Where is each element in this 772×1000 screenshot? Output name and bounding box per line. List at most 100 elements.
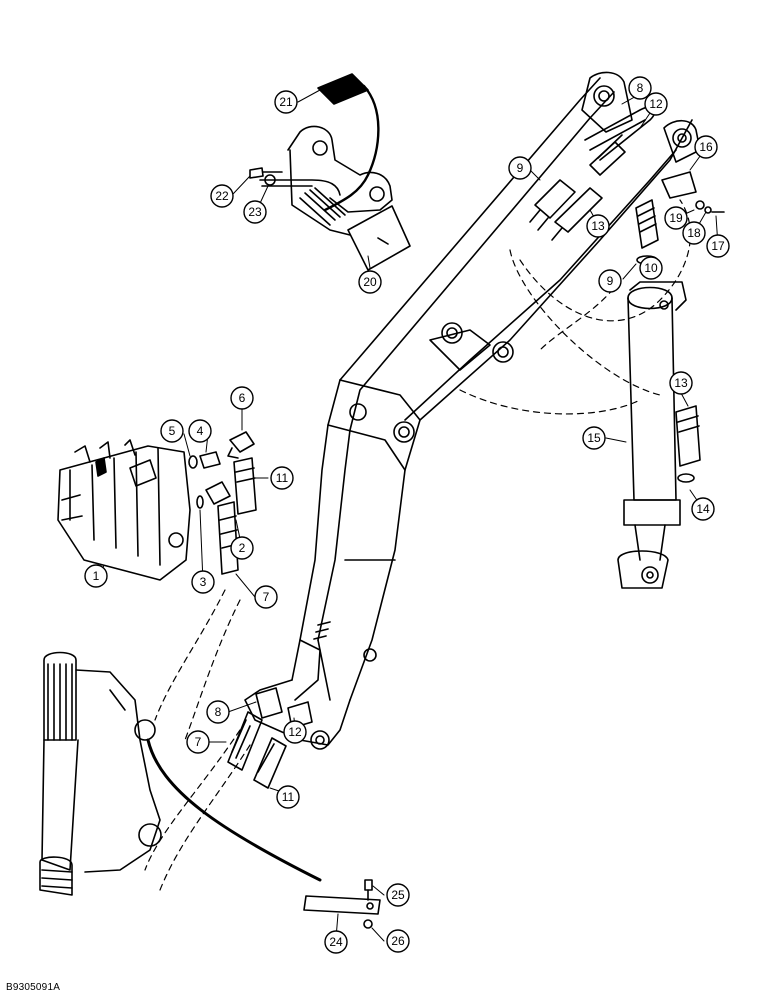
callout-number: 11 bbox=[276, 471, 289, 485]
callout-16: 16 bbox=[694, 135, 718, 159]
callout-1: 1 bbox=[84, 564, 108, 588]
callout-number: 8 bbox=[215, 705, 222, 719]
callout-13: 13 bbox=[669, 371, 693, 395]
drawing-reference-code: B9305091A bbox=[6, 982, 61, 993]
callout-circle bbox=[639, 256, 663, 280]
callout-circle bbox=[682, 221, 706, 245]
callout-6: 6 bbox=[230, 386, 254, 410]
callout-circle bbox=[664, 206, 688, 230]
callout-3: 3 bbox=[191, 570, 215, 594]
callout-circle bbox=[669, 371, 693, 395]
callout-5: 5 bbox=[160, 419, 184, 443]
callout-number: 6 bbox=[239, 391, 246, 405]
callout-number: 9 bbox=[517, 161, 524, 175]
callout-number: 15 bbox=[587, 431, 601, 445]
callout-circle bbox=[586, 214, 610, 238]
callout-number: 11 bbox=[282, 790, 295, 804]
plate-24 bbox=[303, 879, 381, 929]
callout-number: 23 bbox=[248, 205, 262, 219]
callout-number: 20 bbox=[363, 275, 377, 289]
callout-circle bbox=[230, 536, 254, 560]
callout-circle bbox=[206, 700, 230, 724]
callout-circle bbox=[276, 785, 300, 809]
callout-number: 18 bbox=[687, 226, 701, 240]
leader-lines bbox=[99, 89, 719, 942]
callout-circle bbox=[598, 269, 622, 293]
callout-9: 9 bbox=[508, 156, 532, 180]
callout-number: 24 bbox=[329, 935, 343, 949]
callout-circle bbox=[230, 386, 254, 410]
callout-circle bbox=[508, 156, 532, 180]
lower-hose bbox=[146, 738, 322, 882]
callout-15: 15 bbox=[582, 426, 606, 450]
callout-circle bbox=[283, 720, 307, 744]
callout-number: 25 bbox=[391, 888, 405, 902]
callout-17: 17 bbox=[706, 234, 730, 258]
callout-number: 4 bbox=[197, 424, 204, 438]
callout-number: 12 bbox=[288, 725, 302, 739]
callout-circle bbox=[582, 426, 606, 450]
callout-number: 13 bbox=[674, 376, 688, 390]
callout-12: 12 bbox=[644, 92, 668, 116]
callout-19: 19 bbox=[664, 206, 688, 230]
callout-number: 21 bbox=[279, 95, 293, 109]
callout-circle bbox=[191, 570, 215, 594]
callout-10: 10 bbox=[639, 256, 663, 280]
callout-number: 3 bbox=[200, 575, 207, 589]
callout-13: 13 bbox=[586, 214, 610, 238]
callout-circle bbox=[84, 564, 108, 588]
callout-circle bbox=[160, 419, 184, 443]
callout-number: 7 bbox=[263, 590, 270, 604]
callout-8: 8 bbox=[206, 700, 230, 724]
callout-4: 4 bbox=[188, 419, 212, 443]
callout-number: 7 bbox=[195, 735, 202, 749]
callout-number: 10 bbox=[644, 261, 658, 275]
callout-22: 22 bbox=[210, 184, 234, 208]
callout-number: 1 bbox=[93, 569, 100, 583]
callout-23: 23 bbox=[243, 200, 267, 224]
callout-number: 8 bbox=[637, 81, 644, 95]
callout-21: 21 bbox=[274, 90, 298, 114]
hose-routing-lines bbox=[144, 199, 691, 891]
callout-number: 13 bbox=[591, 219, 605, 233]
callout-9: 9 bbox=[598, 269, 622, 293]
callout-7: 7 bbox=[254, 585, 278, 609]
callout-number: 22 bbox=[215, 189, 229, 203]
callout-circle bbox=[188, 419, 212, 443]
swing-post bbox=[39, 651, 162, 896]
boom-base-fittings bbox=[227, 687, 313, 789]
callout-circle bbox=[324, 930, 348, 954]
boom-top-hoses bbox=[529, 105, 656, 241]
callout-circle bbox=[644, 92, 668, 116]
callout-8: 8 bbox=[628, 76, 652, 100]
callout-number: 9 bbox=[607, 274, 614, 288]
callout-number: 5 bbox=[169, 424, 176, 438]
valve-fittings bbox=[188, 431, 257, 575]
callout-circle bbox=[243, 200, 267, 224]
callout-circle bbox=[386, 883, 410, 907]
callout-number: 17 bbox=[711, 239, 725, 253]
control-valve-bank bbox=[57, 439, 191, 581]
callout-circle bbox=[706, 234, 730, 258]
callout-25: 25 bbox=[386, 883, 410, 907]
callout-number: 2 bbox=[239, 541, 246, 555]
callout-24: 24 bbox=[324, 930, 348, 954]
callout-circle bbox=[186, 730, 210, 754]
callout-18: 18 bbox=[682, 221, 706, 245]
callout-circle bbox=[691, 497, 715, 521]
callout-11: 11 bbox=[276, 785, 300, 809]
callout-circle bbox=[270, 466, 294, 490]
callout-number: 19 bbox=[669, 211, 683, 225]
callout-number: 12 bbox=[649, 97, 663, 111]
callout-11: 11 bbox=[270, 466, 294, 490]
callout-circle bbox=[628, 76, 652, 100]
callout-number: 26 bbox=[391, 934, 405, 948]
callout-14: 14 bbox=[691, 497, 715, 521]
callout-circle bbox=[358, 270, 382, 294]
callout-26: 26 bbox=[386, 929, 410, 953]
callout-circle bbox=[274, 90, 298, 114]
callout-2: 2 bbox=[230, 536, 254, 560]
